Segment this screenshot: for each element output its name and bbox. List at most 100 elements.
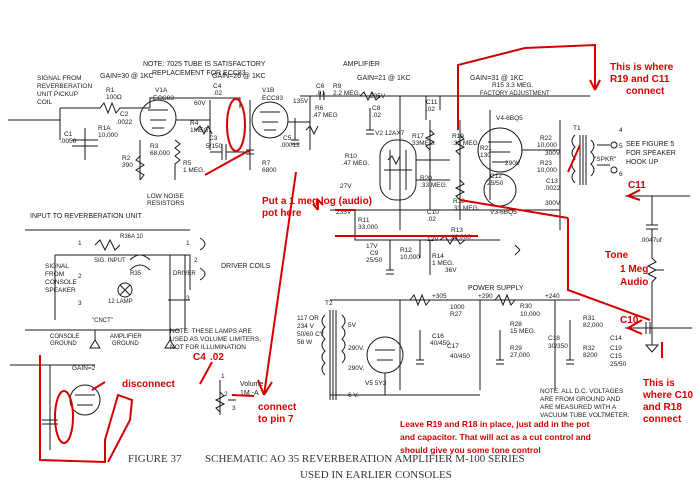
c4-annotation: C4 xyxy=(193,352,206,363)
signal-from-reverb-line-1: SIGNAL FROM xyxy=(37,75,82,82)
lamp-label: 12 LAMP xyxy=(108,299,133,305)
tube-v1b: V1B xyxy=(262,87,274,94)
c1-value: .0056 xyxy=(60,138,77,145)
r19-c11-line-1: This is where xyxy=(610,62,674,73)
r14-label: R14 xyxy=(432,253,444,260)
voltage-135v: 135V xyxy=(293,98,309,105)
tone-line-3: Audio xyxy=(620,277,648,288)
r19-c11-line-2: R19 and C11 xyxy=(610,74,670,85)
dc-note-line-1: NOTE: ALL D.C. VOLTAGES xyxy=(540,388,624,395)
c13-label: C13 xyxy=(546,178,558,185)
ps-r29: R29 xyxy=(510,345,522,352)
r13-value: 22,000 xyxy=(451,234,471,241)
r1-value: 100Ω xyxy=(106,94,122,101)
c11-label: C11 xyxy=(426,99,438,106)
pin-t1-4: 4 xyxy=(619,127,623,134)
see-figure-line-3: HOOK UP xyxy=(626,159,659,166)
r18-value: .33 MEG. xyxy=(452,205,480,212)
leave-note-line-3: should give you some tone control xyxy=(400,445,541,455)
tube-note-2: REPLACEMENT FOR ECC83 xyxy=(152,70,246,77)
c10-value: .02 xyxy=(427,216,436,223)
schematic-wiring xyxy=(8,90,618,450)
r4-value: 1MEG. xyxy=(190,127,210,134)
c13-value: .0022 xyxy=(544,185,561,192)
ps-num-c16-value: 40/450 xyxy=(430,340,450,347)
see-figure-line-1: SEE FIGURE 5 xyxy=(626,141,674,148)
gain-stage-4: GAIN=31 @ 1KC xyxy=(470,75,524,82)
ps-r32: R32 xyxy=(583,345,595,352)
r4-label: R4 xyxy=(190,120,199,127)
leave-note-line-2: and capacitor. That will act as a cut co… xyxy=(400,432,591,442)
r19-value: .33 MEG. xyxy=(452,140,480,147)
power-supply-title: POWER SUPPLY xyxy=(468,285,524,292)
signal-console-line-4: SPEAKER xyxy=(45,287,76,294)
schematic-title-line-1: SCHEMATIC AO 35 REVERBERATION AMPLIFIER … xyxy=(205,453,525,465)
signal-console-line-2: FROM xyxy=(45,271,64,278)
figure-title: FIGURE 37 xyxy=(128,453,182,465)
connect-pin7-line-1: connect xyxy=(258,402,297,413)
voltage-290v: 290V xyxy=(505,160,521,167)
r21-label: R21 xyxy=(480,145,492,152)
ps-num-82000: 82,000 xyxy=(583,322,603,329)
t2-label: T2 xyxy=(325,300,333,307)
ps-r30: R30 xyxy=(520,303,532,310)
c12-value: 25/50 xyxy=(487,180,504,187)
c8-value: .02 xyxy=(372,112,381,119)
sig-input-label: SIG. INPUT xyxy=(94,258,126,264)
c5-label: C5 xyxy=(283,135,292,142)
gain-stage-2: GAIN=26 @ 1KC xyxy=(212,73,266,80)
signal-console-line-1: SIGNAL xyxy=(45,263,69,270)
r17-value: 33MEG. xyxy=(412,140,436,147)
t1-label: T1 xyxy=(573,125,581,132)
r19-c11-line-3: connect xyxy=(626,86,665,97)
ps-num-1000: 1000 xyxy=(450,304,465,311)
volume-value: 1M -A xyxy=(240,390,259,397)
ps-num-15meg: 15 MEG. xyxy=(510,328,536,335)
t2-6v: 6 V. xyxy=(348,392,359,399)
r22-value: 10,000 xyxy=(537,142,557,149)
tube-v1b-type: ECC83 xyxy=(262,95,283,102)
ps-num-10000: 10,000 xyxy=(520,311,540,318)
c10-annotation: C10 xyxy=(620,315,639,326)
pin-2a: 2 xyxy=(78,273,82,280)
dc-note-line-2: ARE FROM GROUND AND xyxy=(540,396,620,403)
voltage-36v: 36V xyxy=(445,267,457,274)
voltage-235v-a: 235V xyxy=(370,93,386,100)
c4-value-annotation: .02 xyxy=(210,352,224,363)
c10-r18-line-1: This is xyxy=(643,378,675,389)
ps-c16: C16 xyxy=(432,333,444,340)
r12-value: 10,000 xyxy=(400,254,420,261)
t2-290v-b: 290V. xyxy=(348,365,365,372)
gain-stage-1: GAIN=30 @ 1KC xyxy=(100,73,154,80)
c10-label: C10 xyxy=(427,209,439,216)
t2-234v: 234 V xyxy=(297,323,315,330)
dc-note-line-3: ARE MEASURED WITH A xyxy=(540,404,617,411)
c11-annotation: C11 xyxy=(628,180,646,191)
ps-r28: R28 xyxy=(510,321,522,328)
c5-value: .00012 xyxy=(280,142,300,149)
voltage-12v: 12V xyxy=(427,236,439,243)
r18-label: R18 xyxy=(453,198,465,205)
t2-watts: 58 W xyxy=(297,339,313,346)
r10-value: .47 MEG. xyxy=(342,160,370,167)
r23-value: 10,000 xyxy=(537,167,557,174)
r36a-label: R36A 10 xyxy=(120,234,144,240)
ps-num-27000: 27,000 xyxy=(510,352,530,359)
console-ground-line-2: GROUND xyxy=(50,341,77,347)
c10-r18-line-3: and R18 xyxy=(643,402,682,413)
voltage-300v-a: 300V xyxy=(545,150,561,157)
c6-label: C6 xyxy=(316,83,325,90)
put-pot-line-1: Put a 1 meg log (audio) xyxy=(262,196,372,207)
r3-label: R3 xyxy=(150,143,159,150)
signal-from-reverb-line-4: COIL xyxy=(37,99,53,106)
pin-t1-5: 5 xyxy=(619,143,623,150)
voltage-300v-b: 300V xyxy=(545,200,561,207)
pin-vol-1: 1 xyxy=(221,373,225,380)
cap-0047: .0047uf xyxy=(640,237,662,244)
r12-label: R12 xyxy=(400,247,412,254)
r6-value: .47 MEG xyxy=(312,112,338,119)
ps-c18: C18 xyxy=(548,335,560,342)
r1-label: R1 xyxy=(106,87,115,94)
driver-label: DRIVER xyxy=(173,271,196,277)
lamp-note-line-3: NOT FOR ILLUMINATION xyxy=(170,344,246,351)
